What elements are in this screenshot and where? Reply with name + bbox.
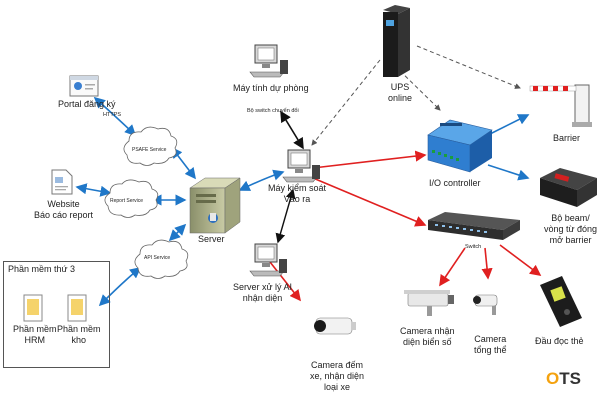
- switch-label: Switch: [465, 244, 482, 250]
- api-service-label: API Service: [144, 255, 171, 261]
- ots-logo: OTS: [546, 369, 581, 388]
- switch-change-label: Bộ switch chuyển đổi: [247, 108, 299, 114]
- control-pc-icon: [282, 149, 320, 183]
- barrier-label: Barrier: [553, 133, 581, 143]
- warehouse-software-icon: [67, 294, 87, 322]
- https-label: HTTPS: [103, 112, 122, 118]
- card-reader-label: Đầu đọc thẻ: [535, 336, 584, 346]
- psafe-cloud: [123, 126, 178, 166]
- barrier-icon: [529, 84, 592, 127]
- io-controller-icon: [427, 119, 493, 173]
- ups-icon: [383, 5, 410, 77]
- black-link: [280, 110, 304, 150]
- server-icon: [189, 177, 241, 234]
- portal-label: Portal đăng ký: [58, 99, 116, 109]
- ai-server-pc-icon: [249, 243, 287, 277]
- website-report-icon: [51, 169, 73, 195]
- server-label: Server: [198, 234, 225, 244]
- psafe-service-label: PSAFE Service: [132, 147, 167, 153]
- portal-icon: [69, 75, 99, 97]
- api-cloud: [134, 239, 189, 279]
- camera-overview-icon: [473, 294, 498, 315]
- switch-icon: [428, 212, 520, 240]
- backup-pc-label: Máy tính dự phòng: [233, 83, 309, 93]
- red-links: [269, 150, 542, 302]
- third-party-group-box: [3, 261, 110, 368]
- report-service-label: Report Service: [110, 198, 144, 204]
- report-cloud: [104, 179, 159, 218]
- card-reader-icon: [540, 276, 582, 327]
- camera-plate-icon: [404, 290, 454, 316]
- io-controller-label: I/O controller: [429, 178, 481, 188]
- third-party-title: Phần mềm thứ 3: [8, 264, 76, 274]
- black-link-ai: [275, 188, 296, 244]
- beam-detector-icon: [540, 168, 597, 207]
- camera-count-icon: [314, 317, 356, 335]
- backup-pc-icon: [249, 44, 288, 78]
- hrm-software-icon: [23, 294, 43, 322]
